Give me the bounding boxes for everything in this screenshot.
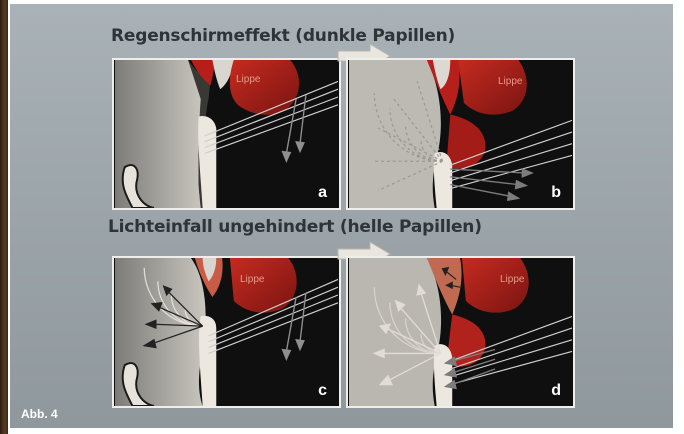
title-regenschirmeffekt: Regenschirmeffekt (dunkle Papillen) — [111, 26, 455, 46]
background-edge — [0, 0, 8, 434]
figure: Regenschirmeffekt (dunkle Papillen) — [10, 4, 673, 428]
panel-b-illustration — [348, 60, 573, 208]
lippe-label-b: Lippe — [498, 76, 522, 87]
lippe-label-c: Lippe — [240, 274, 264, 285]
lippe-label-a: Lippe — [236, 74, 260, 85]
panel-d: Lippe d — [346, 256, 575, 408]
panel-c-illustration — [114, 258, 339, 406]
panel-letter-a: a — [318, 184, 327, 202]
panel-a-illustration — [114, 60, 339, 208]
panel-letter-b: b — [551, 184, 561, 202]
title-lichteinfall: Lichteinfall ungehindert (helle Papillen… — [108, 217, 482, 237]
panel-b: Lippe b — [346, 58, 575, 210]
panel-d-illustration — [348, 258, 573, 406]
panel-a: Lippe a — [112, 58, 341, 210]
figure-label: Abb. 4 — [21, 407, 58, 421]
panel-letter-c: c — [318, 382, 327, 400]
panel-c: Lippe c — [112, 256, 341, 408]
panel-letter-d: d — [551, 382, 561, 400]
lippe-label-d: Lippe — [500, 274, 524, 285]
